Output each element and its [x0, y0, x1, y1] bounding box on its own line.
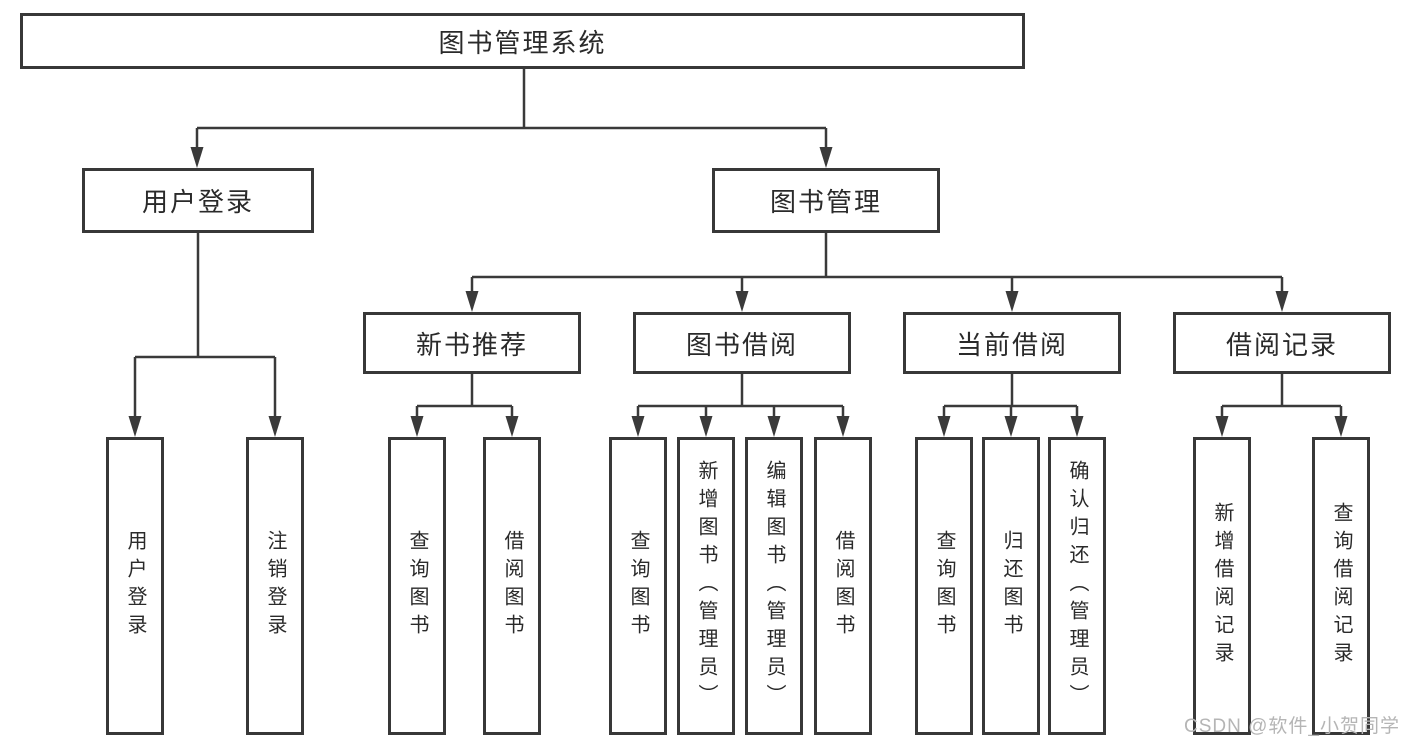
leaf-logout: 注销登录 — [246, 437, 304, 735]
node-label: 用户登录 — [141, 187, 254, 217]
leaf-label: 归还图书 — [1000, 530, 1022, 642]
leaf-label: 编辑图书（管理员） — [763, 460, 785, 712]
leaf-label: 查询图书 — [627, 530, 649, 642]
leaf-label: 查询图书 — [406, 530, 428, 642]
leaf-user-login: 用户登录 — [106, 437, 164, 735]
leaf-query-books-borrowing: 查询图书 — [609, 437, 667, 735]
node-label: 新书推荐 — [415, 329, 528, 360]
leaf-label: 用户登录 — [124, 530, 146, 642]
leaf-add-book-admin: 新增图书（管理员） — [677, 437, 735, 735]
node-book-borrowing: 图书借阅 — [633, 312, 851, 374]
node-borrowing-records: 借阅记录 — [1173, 312, 1391, 374]
leaf-query-borrow-record: 查询借阅记录 — [1312, 437, 1370, 735]
node-label: 图书管理 — [769, 187, 882, 217]
node-library-management-system: 图书管理系统 — [20, 13, 1025, 69]
leaf-label: 借阅图书 — [501, 530, 523, 642]
leaf-borrow-books-recommend: 借阅图书 — [483, 437, 541, 735]
leaf-label: 注销登录 — [264, 530, 286, 642]
leaf-edit-book-admin: 编辑图书（管理员） — [745, 437, 803, 735]
node-label: 图书管理系统 — [438, 27, 607, 58]
node-current-borrowing: 当前借阅 — [903, 312, 1121, 374]
leaf-query-books-recommend: 查询图书 — [388, 437, 446, 735]
csdn-watermark: CSDN @软件_小贺同学 — [1184, 716, 1400, 737]
node-book-management: 图书管理 — [712, 168, 940, 233]
leaf-label: 查询借阅记录 — [1330, 502, 1352, 670]
leaf-label: 新增借阅记录 — [1211, 502, 1233, 670]
leaf-label: 新增图书（管理员） — [695, 460, 717, 712]
node-user-login: 用户登录 — [82, 168, 314, 233]
node-label: 图书借阅 — [685, 329, 798, 360]
leaf-return-book: 归还图书 — [982, 437, 1040, 735]
node-new-book-recommendation: 新书推荐 — [363, 312, 581, 374]
leaf-borrow-books-borrowing: 借阅图书 — [814, 437, 872, 735]
leaf-label: 查询图书 — [933, 530, 955, 642]
node-label: 当前借阅 — [955, 329, 1068, 360]
leaf-label: 确认归还（管理员） — [1066, 460, 1088, 712]
leaf-confirm-return-admin: 确认归还（管理员） — [1048, 437, 1106, 735]
leaf-add-borrow-record: 新增借阅记录 — [1193, 437, 1251, 735]
leaf-query-books-current: 查询图书 — [915, 437, 973, 735]
node-label: 借阅记录 — [1225, 329, 1338, 360]
leaf-label: 借阅图书 — [832, 530, 854, 642]
